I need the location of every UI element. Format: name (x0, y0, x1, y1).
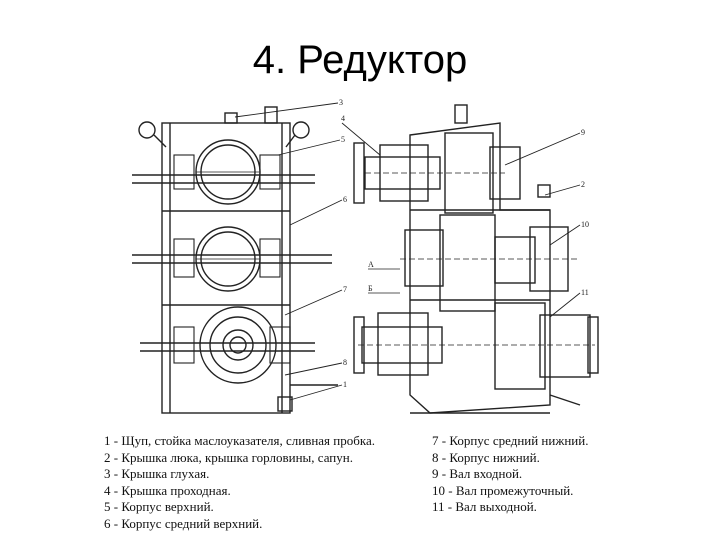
callout-2: 2 (581, 180, 585, 189)
callout-11: 11 (581, 288, 589, 297)
callout-9: 9 (581, 128, 585, 137)
legend-item: 4 - Крышка проходная. (104, 482, 231, 498)
legend-item: 11 - Вал выходной. (432, 499, 537, 514)
gearbox-section-view (353, 104, 599, 414)
gearbox-drawing: 3 4 5 6 7 8 1 9 2 10 11 А Б (132, 98, 599, 414)
legend-item: 9 - Вал входной. (432, 466, 523, 481)
callout-10: 10 (581, 220, 589, 229)
legend-item: 10 - Вал промежуточный. (432, 482, 574, 498)
callout-6: 6 (343, 195, 347, 204)
callout-4: 4 (341, 114, 345, 123)
legend-item: 1 - Щуп, стойка маслоуказателя, сливная … (104, 433, 376, 448)
legend-item: 5 - Корпус верхний. (104, 499, 214, 514)
legend-item: 6 - Корпус средний верхний. (104, 515, 263, 531)
legend-item: 7 - Корпус средний нижний. (432, 433, 589, 448)
callout-1: 1 (343, 380, 347, 389)
callout-8: 8 (343, 358, 347, 367)
legend-item: 8 - Корпус нижний. (432, 449, 540, 465)
callout-5: 5 (341, 135, 345, 144)
section-mark-a: А (368, 260, 374, 269)
gearbox-front-view (132, 106, 338, 414)
callout-3: 3 (339, 98, 343, 107)
callout-7: 7 (343, 285, 347, 294)
legend-right: 7 - Корпус средний нижний. 8 - Корпус ни… (432, 433, 588, 516)
legend-item: 2 - Крышка люка, крышка горловины, сапун… (104, 449, 353, 465)
legend-item: 3 - Крышка глухая. (104, 466, 210, 481)
slide-title: 4. Редуктор (252, 38, 468, 82)
leader-lines (234, 102, 581, 401)
legend-left: 1 - Щуп, стойка маслоуказателя, сливная … (104, 433, 375, 532)
section-mark-b: Б (368, 284, 373, 293)
